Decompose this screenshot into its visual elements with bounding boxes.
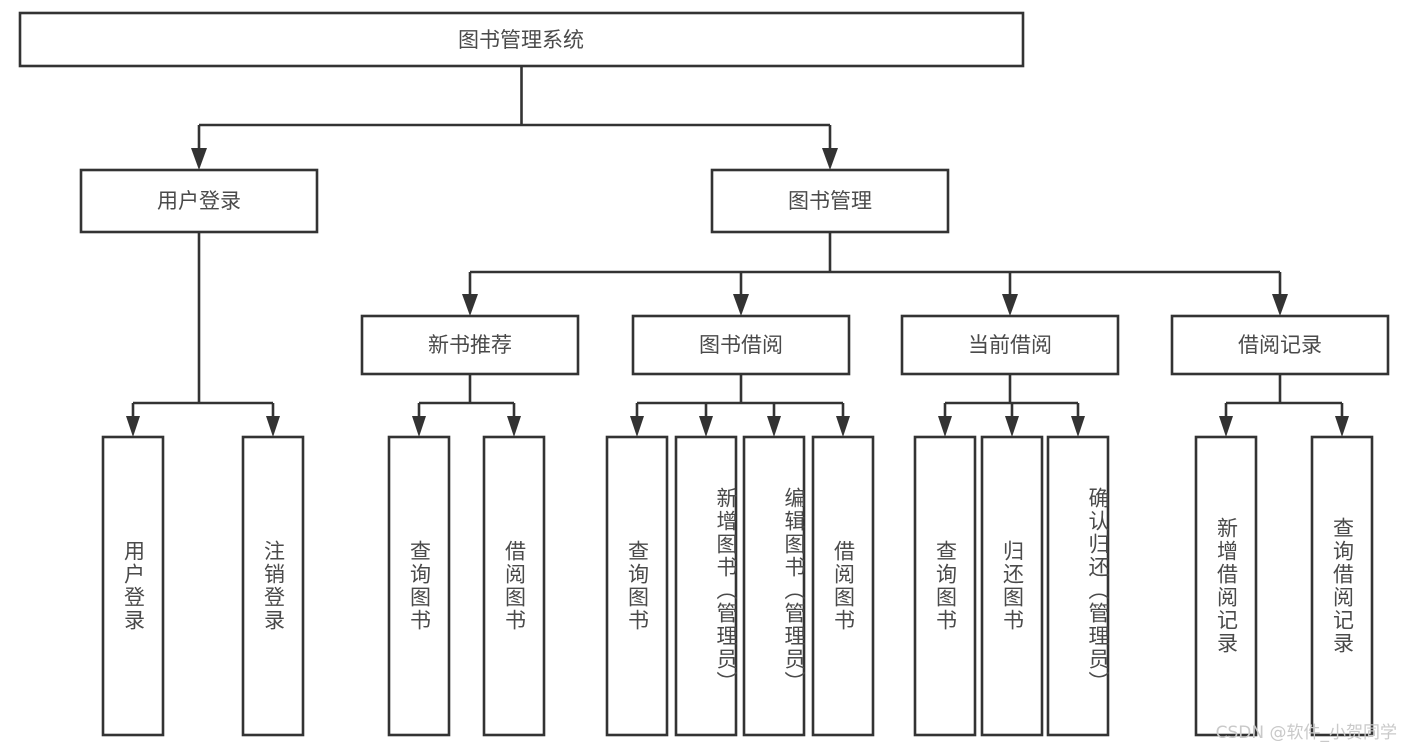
arrow-to-leaf-logout [266, 416, 280, 437]
arrow-to-leaf-query-book-2 [630, 416, 644, 437]
leaf-box-borrow-book-1[interactable] [482, 435, 546, 737]
leaf-box-query-book-2[interactable] [605, 435, 669, 737]
leaf-box-borrow-book-2[interactable] [811, 435, 875, 737]
label-book-management: 图书管理 [788, 189, 872, 213]
leaf-box-user-login[interactable] [101, 435, 165, 737]
csdn-watermark: CSDN @软件_小贺同学 [1215, 723, 1397, 743]
arrow-to-user-login [191, 148, 207, 170]
labels-layer: 图书管理系统 用户登录 图书管理 新书推荐 图书借阅 当前借阅 借阅记录 [157, 28, 1322, 357]
node-root-system[interactable] [18, 11, 1025, 68]
arrow-to-new-book-rec [462, 294, 478, 316]
leaf-box-query-book-1[interactable] [387, 435, 451, 737]
arrow-to-book-mgmt [822, 148, 838, 170]
arrow-to-leaf-query-book-1 [412, 416, 426, 437]
arrow-to-leaf-query-book-3 [938, 416, 952, 437]
leaf-box-add-record[interactable] [1194, 435, 1258, 737]
label-new-book-recommend: 新书推荐 [428, 333, 512, 357]
nodes-layer [18, 11, 1390, 737]
arrow-to-leaf-add-book [699, 416, 713, 437]
leaf-box-query-book-3[interactable] [913, 435, 977, 737]
arrow-to-borrow-record [1272, 294, 1288, 316]
leaf-box-edit-book[interactable] [742, 435, 806, 737]
label-borrow-record: 借阅记录 [1238, 333, 1322, 357]
arrow-to-leaf-user-login [126, 416, 140, 437]
leaf-box-logout[interactable] [241, 435, 305, 737]
leaf-box-return-book[interactable] [980, 435, 1044, 737]
arrow-to-current-borrow [1002, 294, 1018, 316]
label-book-borrow: 图书借阅 [699, 333, 783, 357]
node-book-management[interactable] [710, 168, 950, 234]
arrow-to-leaf-borrow-book-1 [507, 416, 521, 437]
connectors-layer [126, 66, 1349, 437]
leaf-box-confirm-return[interactable] [1046, 435, 1110, 737]
leaf-box-query-record[interactable] [1310, 435, 1374, 737]
node-borrow-record[interactable] [1170, 314, 1390, 376]
node-new-book-recommend[interactable] [360, 314, 580, 376]
arrow-to-leaf-query-record [1335, 416, 1349, 437]
arrow-to-leaf-borrow-book-2 [836, 416, 850, 437]
label-current-borrow: 当前借阅 [968, 333, 1052, 357]
label-user-login: 用户登录 [157, 189, 241, 213]
arrow-to-book-borrow [733, 294, 749, 316]
arrow-to-leaf-add-record [1219, 416, 1233, 437]
leaf-box-add-book[interactable] [674, 435, 738, 737]
node-current-borrow[interactable] [900, 314, 1120, 376]
node-user-login[interactable] [79, 168, 319, 234]
arrow-to-leaf-confirm-return [1071, 416, 1085, 437]
arrow-to-leaf-return-book [1005, 416, 1019, 437]
label-root-system: 图书管理系统 [458, 28, 584, 52]
node-book-borrow[interactable] [631, 314, 851, 376]
arrow-to-leaf-edit-book [767, 416, 781, 437]
